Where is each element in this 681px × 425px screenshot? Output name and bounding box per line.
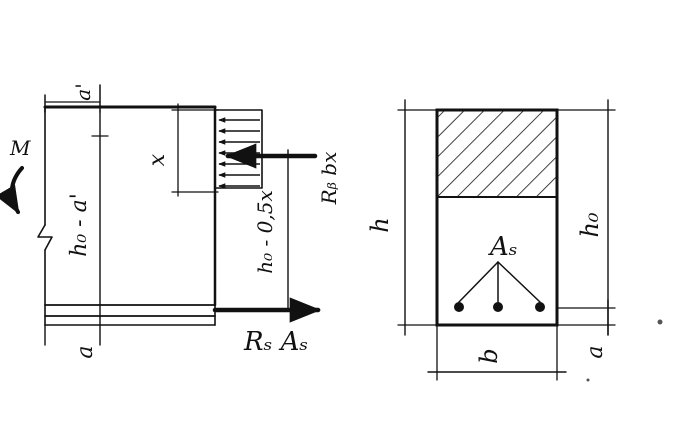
rebars: Aₛ — [454, 232, 545, 312]
height-dimension: h — [366, 99, 438, 336]
section-outline — [435, 108, 559, 327]
rebar-label: Aₛ — [488, 232, 518, 262]
compression-depth-dimension: x — [145, 103, 219, 197]
top-cover-dimension: a' — [44, 83, 101, 113]
tension-force-label: Rₛ Aₛ — [243, 327, 308, 357]
beam-outline — [37, 105, 217, 326]
effective-depth-label: h₀ — [576, 212, 604, 237]
rebar-left — [454, 302, 464, 312]
compression-lever-dimension: h₀ - 0,5x — [253, 149, 289, 309]
compression-depth-label: x — [145, 153, 170, 166]
break-line — [37, 224, 53, 251]
moment-arrow — [0, 166, 24, 215]
bottom-cover-label: a — [73, 345, 98, 358]
lever-arm-dimension: h₀ - a' — [67, 111, 109, 319]
tension-resultant: Rₛ Aₛ — [212, 297, 322, 357]
longitudinal-section: a' h₀ - a' M x Rᵦ bx — [0, 83, 341, 359]
stress-arrows — [218, 117, 260, 189]
width-label: b — [475, 348, 503, 363]
width-dimension: b — [427, 324, 567, 381]
top-cover-label: a' — [71, 83, 95, 100]
scan-speck — [586, 378, 590, 382]
cover-label: a — [583, 345, 608, 358]
rebar-middle — [493, 302, 503, 312]
lever-arm-label: h₀ - a' — [67, 193, 92, 257]
cover-dimension: a — [556, 299, 616, 359]
compression-zone — [436, 109, 558, 198]
scan-speck — [657, 319, 663, 325]
height-label: h — [366, 217, 394, 232]
stress-block — [214, 109, 263, 189]
compression-lever-label: h₀ - 0,5x — [253, 190, 277, 273]
compression-force-label: Rᵦ bx — [317, 152, 341, 206]
effective-depth-dimension: h₀ — [556, 99, 616, 336]
compression-resultant: Rᵦ bx — [224, 143, 341, 206]
moment-label: M — [9, 136, 31, 160]
cross-section: h h₀ Aₛ b a — [366, 99, 663, 382]
rebar-right — [535, 302, 545, 312]
moment-symbol: M — [0, 136, 31, 215]
bottom-cover-dimension: a — [44, 317, 101, 359]
